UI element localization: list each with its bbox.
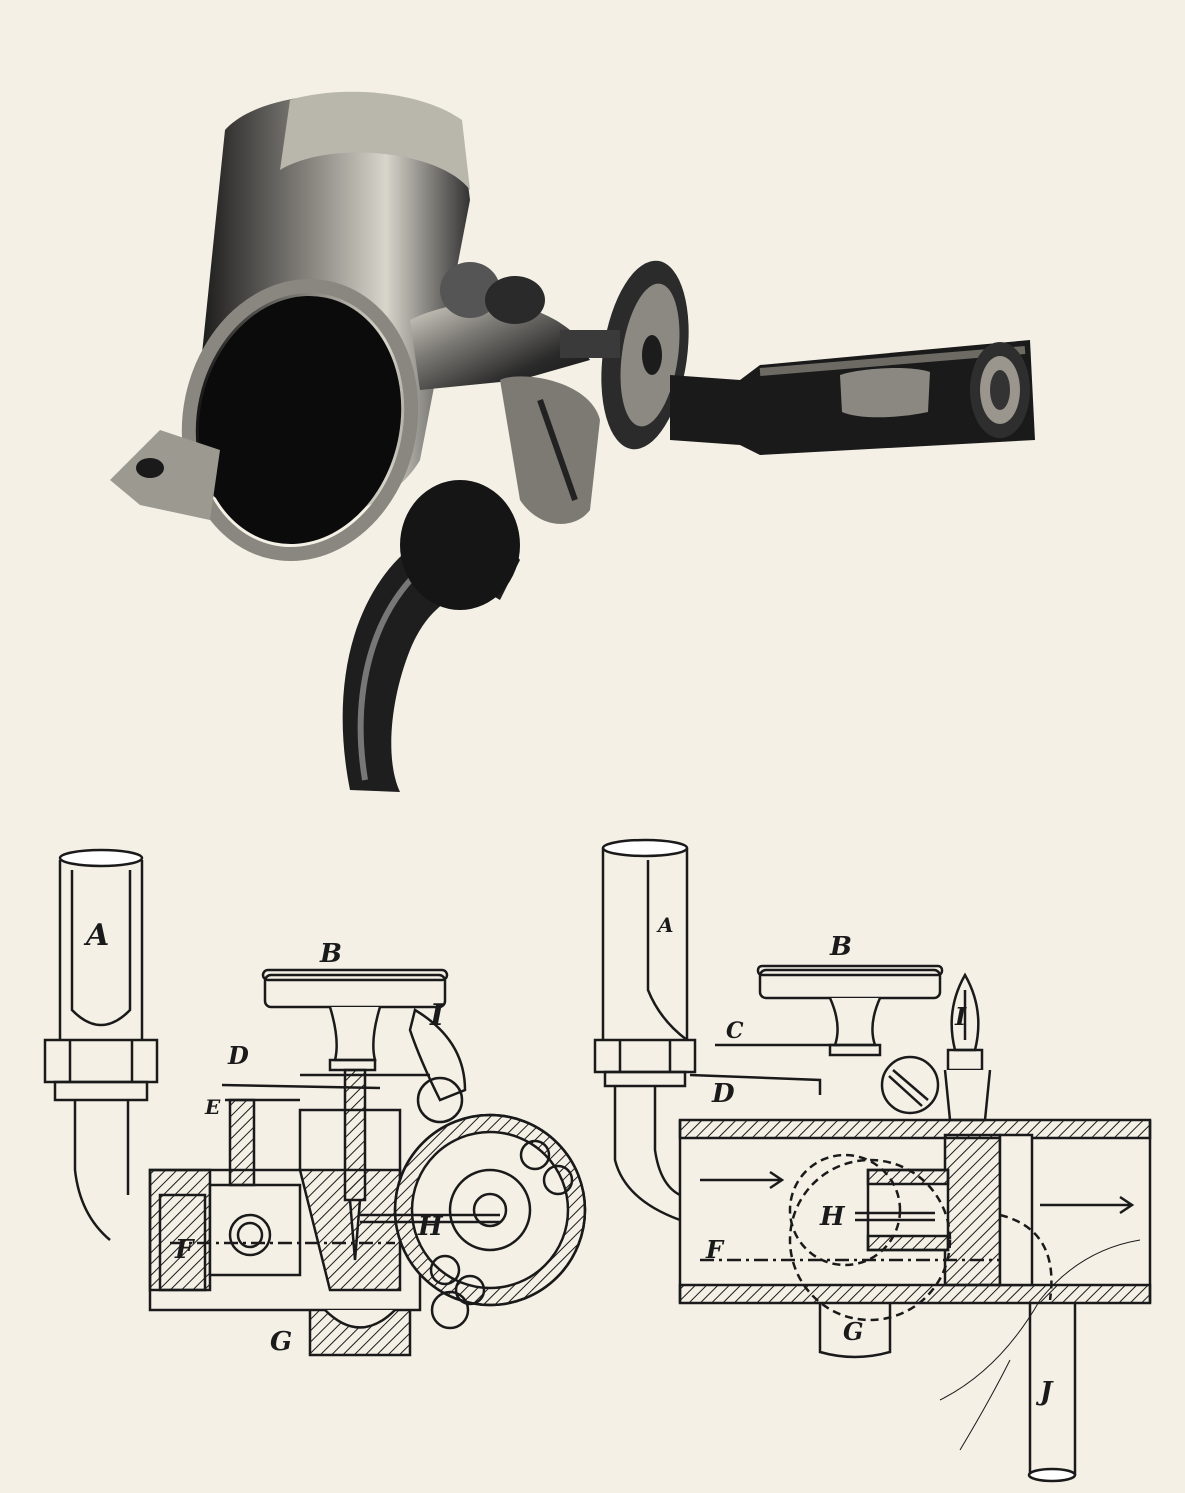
left-label-i: I <box>429 998 445 1033</box>
right-label-d: D <box>711 1079 735 1109</box>
left-label-d: D <box>227 1041 249 1070</box>
right-label-f: F <box>705 1235 725 1264</box>
left-label-a: A <box>83 918 109 953</box>
left-section-diagram <box>43 848 587 1357</box>
right-label-i: I <box>954 1002 967 1031</box>
right-section-diagram <box>593 838 1152 1483</box>
left-diagram-labels: A B D E I F H G <box>83 918 445 1357</box>
right-label-a: A <box>656 913 674 937</box>
left-label-f: F <box>174 1235 195 1265</box>
valve-photograph <box>110 91 1035 792</box>
right-label-j: J <box>1035 1377 1054 1407</box>
right-label-g: G <box>843 1317 864 1346</box>
right-diagram-labels: A B C I D H F G J <box>656 913 1054 1407</box>
left-label-g: G <box>270 1327 292 1357</box>
right-label-b: B <box>829 932 852 962</box>
left-label-e: E <box>204 1095 221 1119</box>
left-label-h: H <box>417 1212 444 1242</box>
right-label-h: H <box>819 1202 846 1232</box>
left-label-b: B <box>319 939 342 969</box>
right-label-c: C <box>726 1018 744 1044</box>
